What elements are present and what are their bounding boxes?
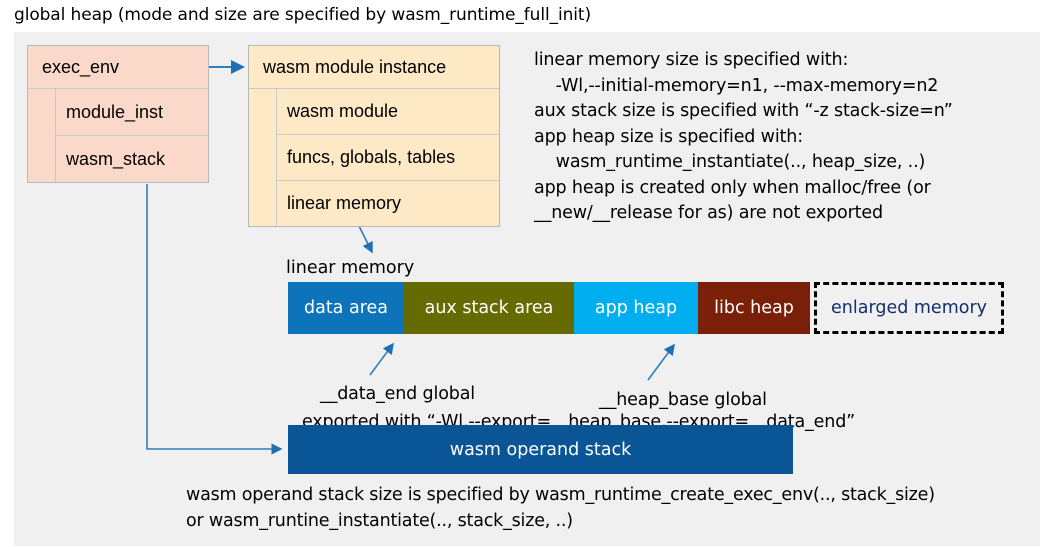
exec-env-title: exec_env — [28, 46, 208, 89]
wasm-module-instance-gutter — [249, 89, 277, 226]
arrow-heap-base — [647, 343, 675, 381]
annotation-heap-base: __heap_base global — [599, 390, 767, 410]
row-linear-memory[interactable]: linear memory — [277, 181, 499, 226]
arrow-data-end — [369, 342, 394, 376]
exec-env-box[interactable]: exec_env module_inst wasm_stack — [27, 45, 209, 183]
exec-env-gutter — [28, 89, 56, 182]
linear-memory-notes: linear memory size is specified with: -W… — [534, 50, 953, 223]
segment-aux-stack-area[interactable]: aux stack area — [404, 282, 574, 334]
segment-app-heap[interactable]: app heap — [574, 282, 698, 334]
linear-memory-bar: data area aux stack area app heap libc h… — [288, 282, 1004, 334]
page-title: global heap (mode and size are specified… — [14, 5, 591, 25]
row-wasm-module[interactable]: wasm module — [277, 89, 499, 135]
exec-env-row-module-inst[interactable]: module_inst — [56, 89, 208, 136]
wasm-module-instance-title: wasm module instance — [249, 46, 499, 89]
diagram-canvas: exec_env module_inst wasm_stack wasm mod… — [14, 32, 1040, 546]
wasm-module-instance-body: wasm module funcs, globals, tables linea… — [249, 89, 499, 226]
segment-data-area[interactable]: data area — [288, 282, 404, 334]
wasm-operand-stack-box[interactable]: wasm operand stack — [288, 425, 793, 474]
wasm-module-instance-rows: wasm module funcs, globals, tables linea… — [277, 89, 499, 226]
linear-memory-label: linear memory — [286, 258, 415, 278]
segment-enlarged-memory[interactable]: enlarged memory — [814, 282, 1004, 334]
annotation-data-end: __data_end global — [320, 384, 476, 404]
wasm-module-instance-box[interactable]: wasm module instance wasm module funcs, … — [248, 45, 500, 227]
row-funcs-globals-tables[interactable]: funcs, globals, tables — [277, 135, 499, 181]
segment-libc-heap[interactable]: libc heap — [698, 282, 810, 334]
exec-env-rows: module_inst wasm_stack — [56, 89, 208, 182]
exec-env-row-wasm-stack[interactable]: wasm_stack — [56, 136, 208, 182]
exec-env-body: module_inst wasm_stack — [28, 89, 208, 182]
operand-stack-notes: wasm operand stack size is specified by … — [186, 485, 935, 531]
